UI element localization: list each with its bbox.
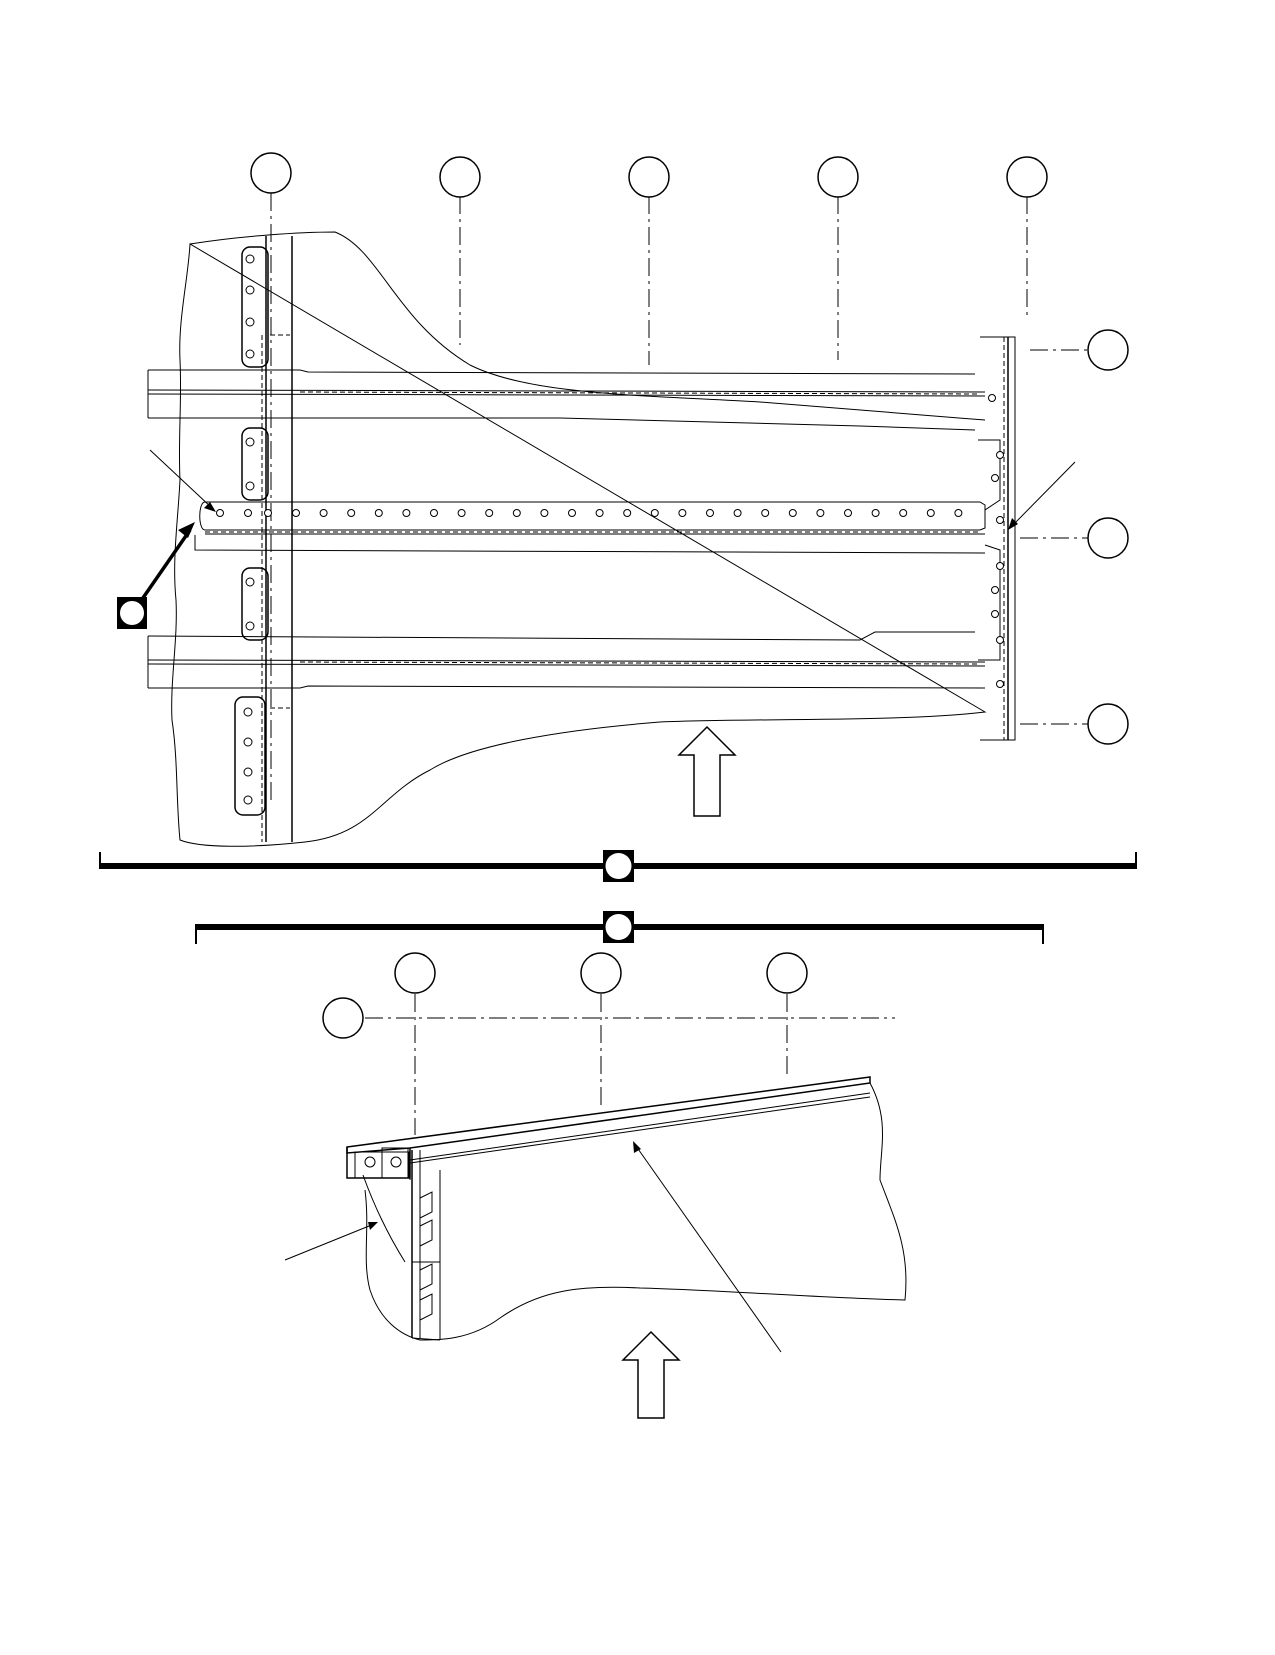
fastener-hole: [216, 509, 224, 517]
clip-plate-3: [241, 567, 269, 641]
vertical-web: [362, 1150, 441, 1341]
lower-waterline-balloon: [322, 997, 364, 1039]
fastener-hole: [430, 509, 438, 517]
station-balloon-4: [817, 156, 859, 198]
lower-panel-outline: [364, 1082, 907, 1341]
fastener-hole: [402, 509, 411, 517]
fastener-hole: [319, 509, 328, 517]
fastener-hole: [871, 509, 880, 517]
waterline-balloon-2: [1087, 517, 1129, 559]
up-arrow-icon: [677, 725, 737, 817]
clip-plate-2: [241, 427, 269, 501]
fastener-hole: [374, 509, 383, 517]
up-arrow-icon: [621, 1330, 681, 1419]
lower-station-balloon-1: [394, 952, 436, 994]
lower-leader-right: [635, 1145, 782, 1353]
fastener-hole: [926, 509, 935, 517]
fastener-hole: [650, 509, 659, 517]
leader-right: [1011, 461, 1076, 527]
lower-leader-left: [284, 1223, 375, 1261]
station-balloon-2: [439, 156, 481, 198]
fastener-row: [216, 509, 963, 517]
fastener-hole: [457, 509, 466, 517]
upper-view: [117, 152, 1129, 847]
fastener-hole: [623, 509, 632, 517]
fastener-hole: [264, 509, 272, 517]
fastener-hole: [485, 509, 494, 517]
fastener-hole: [899, 509, 908, 517]
lower-stringer: [147, 631, 986, 689]
fastener-hole: [844, 509, 852, 517]
clip-plate-1: [241, 246, 269, 368]
fastener-hole: [761, 509, 770, 517]
fastener-hole: [292, 509, 300, 517]
lower-station-balloon-2: [580, 952, 622, 994]
leader-left: [149, 449, 213, 509]
station-balloon-3: [628, 156, 670, 198]
station-centerlines: [270, 193, 1028, 800]
fastener-hole: [540, 509, 549, 517]
fastener-hole: [244, 509, 252, 517]
station-balloon-5: [1006, 156, 1048, 198]
sloped-beam: [346, 1076, 871, 1180]
break-outline: [171, 231, 987, 847]
clip-plate-4: [234, 696, 266, 816]
section-line-upper: [99, 850, 1137, 882]
waterline-balloon-3: [1087, 703, 1129, 745]
fastener-hole: [733, 509, 742, 517]
fastener-hole: [347, 509, 356, 517]
view-callout: [117, 522, 195, 629]
right-frame: [978, 336, 1016, 741]
lower-view: [284, 952, 907, 1419]
fastener-hole: [954, 509, 963, 517]
station-balloon-1: [250, 152, 292, 194]
corner-fitting: [354, 1147, 410, 1179]
fastener-hole: [706, 509, 714, 517]
fastener-hole: [788, 509, 797, 517]
fastener-hole: [568, 509, 576, 517]
fastener-hole: [816, 509, 825, 517]
lower-station-balloon-3: [766, 952, 808, 994]
section-line-lower: [195, 911, 1044, 944]
waterline-balloon-1: [1087, 329, 1129, 371]
fastener-hole: [595, 509, 604, 517]
upper-stringer: [147, 369, 986, 431]
fastener-hole: [678, 509, 687, 517]
center-channel: [194, 501, 986, 554]
fastener-hole: [512, 509, 521, 517]
waterline-centerlines: [1020, 349, 1088, 725]
